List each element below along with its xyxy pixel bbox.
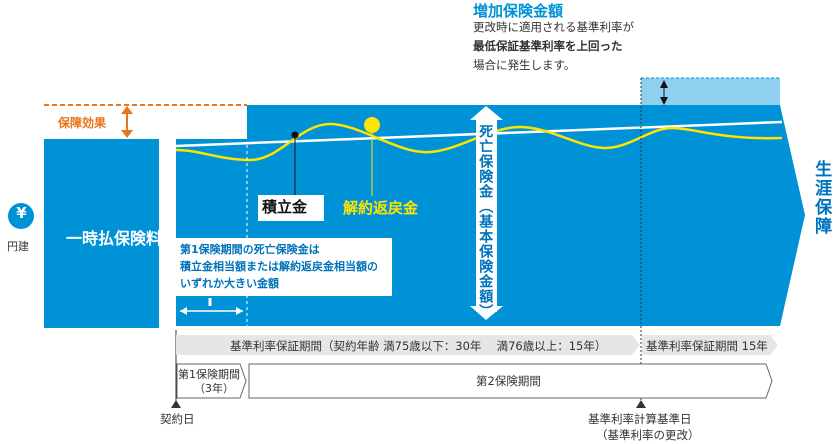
increase-title: 増加保険金額: [473, 2, 564, 20]
death-benefit-bar: [476, 116, 497, 312]
note-line-2: 積立金相当額または解約返戻金相当額の: [180, 260, 378, 273]
note-line-3: いずれか大きい金額: [180, 277, 279, 290]
protection-effect-label: 保障効果: [58, 116, 107, 130]
first-period-box: [176, 363, 247, 399]
first-period-label: 第1保険期間: [178, 368, 240, 381]
protection-effect-arrow-head-top: [121, 106, 133, 114]
first-period-span-left: [180, 307, 187, 315]
first-period-years: （3年）: [194, 382, 234, 395]
yen-icon: [8, 203, 34, 229]
first-period-note-box: [176, 238, 392, 296]
increase-desc-3: 場合に発生します。: [473, 58, 576, 72]
contract-date-marker: [171, 400, 181, 408]
second-period-label: 第2保険期間: [476, 374, 541, 388]
death-benefit-label: 死亡保険金（基本保険金額）: [477, 124, 494, 319]
single-premium-box: [44, 139, 159, 328]
yen-label: 円建: [7, 240, 29, 253]
guarantee-period-bar: [176, 335, 640, 355]
guarantee-period-2-label: 基準利率保証期間 15年: [646, 339, 768, 353]
increase-arrow-bottom: [660, 97, 668, 105]
death-benefit-arrow-top: [470, 106, 503, 120]
increase-area: [641, 78, 780, 105]
second-period-box: [248, 363, 773, 399]
guarantee-period-label: 基準利率保証期間（契約年齢 満75歳以下：30年 満76歳以上：15年）: [230, 339, 607, 353]
reserve-label: 積立金: [262, 198, 308, 216]
base-date-sublabel: （基準利率の更改）: [596, 428, 700, 442]
note-line-1: 第1保険期間の死亡保険金は: [180, 243, 320, 256]
yen-symbol: ¥: [16, 204, 27, 222]
guarantee-period-bar-2: [642, 335, 778, 355]
increase-desc-2: 最低保証基準利率を上回った: [473, 39, 623, 53]
whole-life-label: 生涯保障: [811, 160, 832, 236]
contract-date-label: 契約日: [160, 412, 195, 426]
first-period-span-right: [236, 307, 243, 315]
single-premium-label: 一時払保険料: [66, 229, 163, 248]
base-date-marker: [636, 400, 646, 408]
protection-effect-arrow-head-bottom: [121, 130, 133, 138]
increase-desc-1: 更改時に適用される基準利率が: [473, 20, 634, 34]
base-date-label: 基準利率計算基準日: [588, 412, 692, 426]
death-benefit-arrow-bottom: [470, 306, 503, 320]
surrender-value-label: 解約返戻金: [343, 199, 419, 217]
reserve-label-box: [258, 195, 324, 221]
increase-arrow-top: [660, 80, 668, 88]
surrender-value-line: [175, 122, 783, 162]
